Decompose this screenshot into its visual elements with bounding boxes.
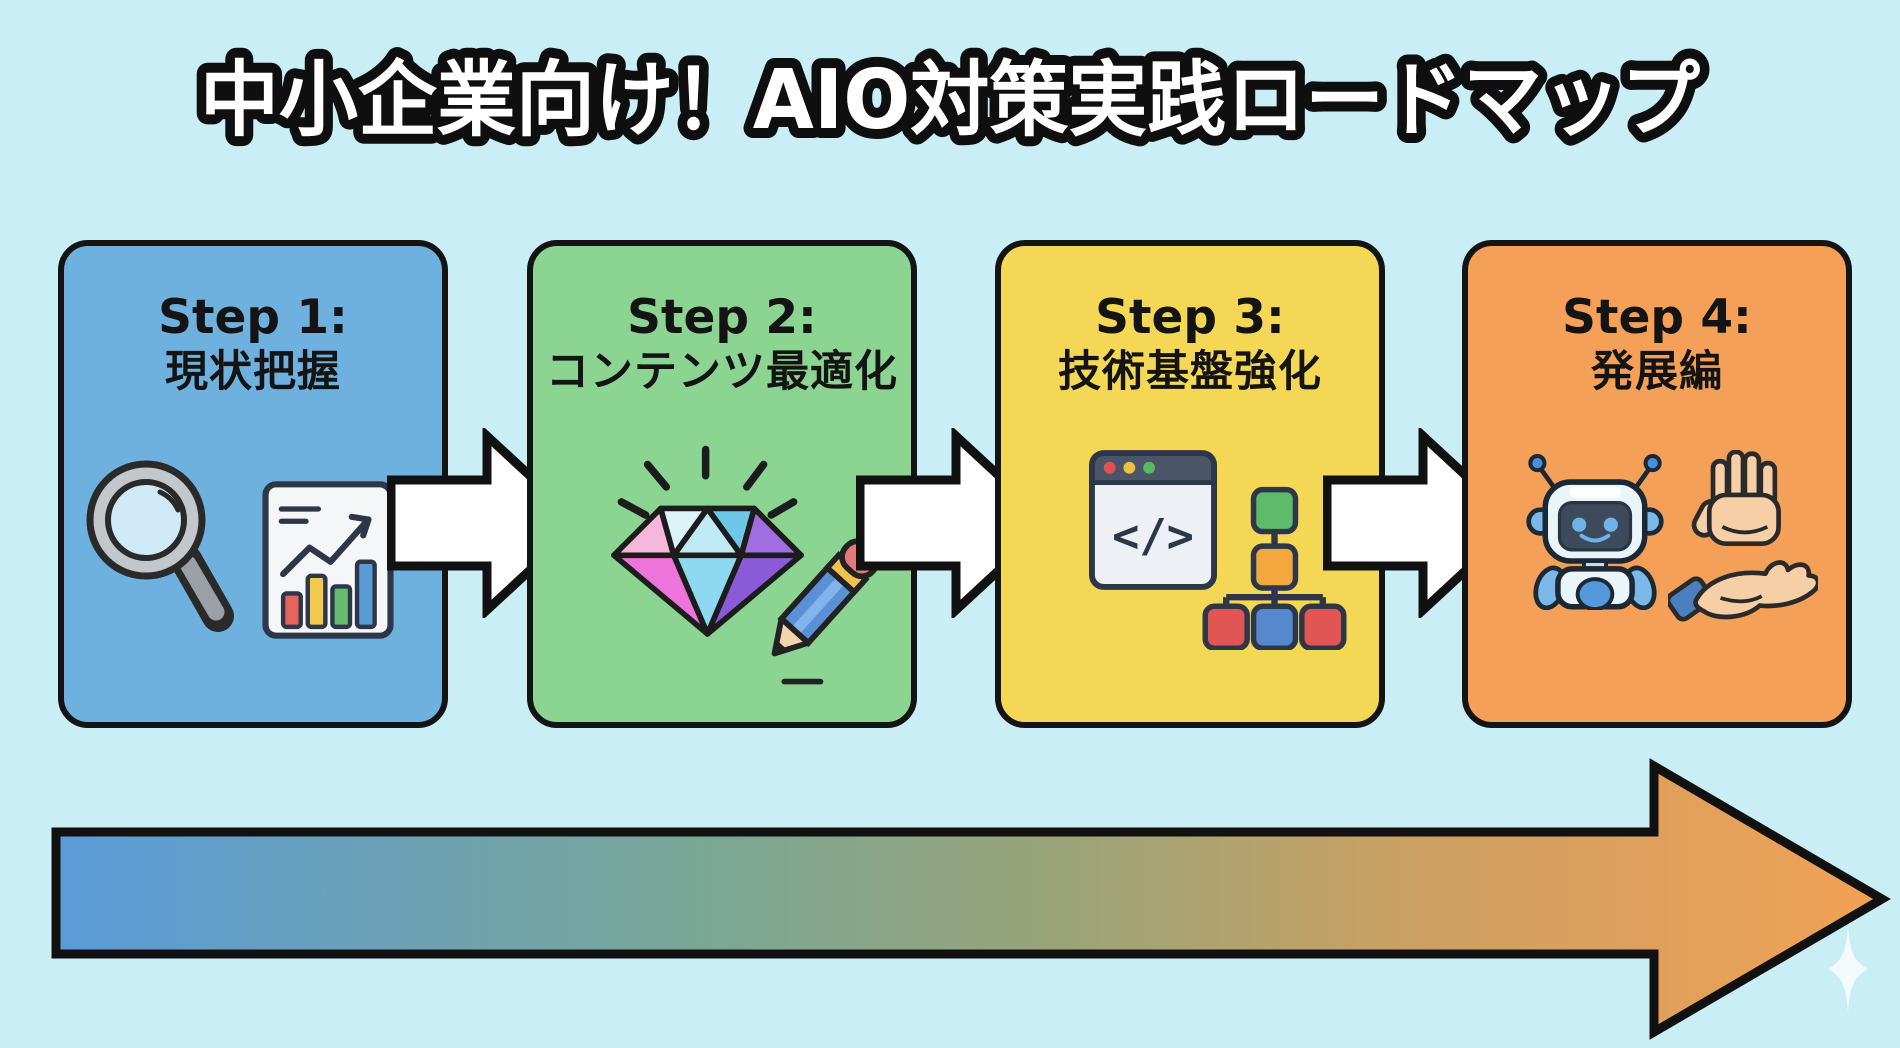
step-title-ja: 現状把握	[165, 347, 341, 398]
step-3-heading: Step 3: 技術基盤強化	[1001, 246, 1379, 401]
helping-hands-icon	[1668, 450, 1818, 622]
diamond-icon	[611, 445, 804, 637]
step-label: Step 2:	[627, 290, 817, 345]
sitemap-icon	[1202, 486, 1347, 650]
step-card-1: Step 1: 現状把握	[58, 240, 448, 728]
step-title-ja: 技術基盤強化	[1058, 347, 1322, 398]
step-1-heading: Step 1: 現状把握	[64, 246, 442, 401]
magnifier-icon	[86, 460, 234, 632]
step-label: Step 4:	[1562, 290, 1752, 345]
step-title-ja: コンテンツ最適化	[546, 347, 898, 398]
step-label: Step 3:	[1095, 290, 1285, 345]
sparkle-icon	[1828, 925, 1868, 1013]
step-title-ja: 発展編	[1591, 347, 1723, 398]
page-title: 中小企業向け！AIO対策実践ロードマップ	[200, 53, 1700, 148]
step-2-icons	[533, 445, 911, 722]
step-4-heading: Step 4: 発展編	[1468, 246, 1846, 401]
page-title-graphic: 中小企業向け！AIO対策実践ロードマップ	[190, 43, 1710, 158]
step-3-icons: </>	[1001, 450, 1379, 722]
sparkle-rays-icon	[617, 445, 798, 519]
analytics-chart-icon	[262, 481, 394, 639]
robot-icon	[1526, 454, 1664, 610]
step-1-icons	[64, 450, 442, 722]
window-controls-icon	[1103, 461, 1155, 474]
step-card-4: Step 4: 発展編	[1462, 240, 1852, 728]
step-2-heading: Step 2: コンテンツ最適化	[533, 246, 911, 401]
pencil-icon	[771, 538, 881, 685]
code-glyph: </>	[1112, 510, 1194, 563]
step-4-icons	[1468, 450, 1846, 722]
timeline-arrow-icon	[51, 758, 1891, 1040]
step-label: Step 1:	[158, 290, 348, 345]
code-window-icon: </>	[1089, 450, 1217, 590]
step-card-3: Step 3: 技術基盤強化 </>	[995, 240, 1385, 728]
